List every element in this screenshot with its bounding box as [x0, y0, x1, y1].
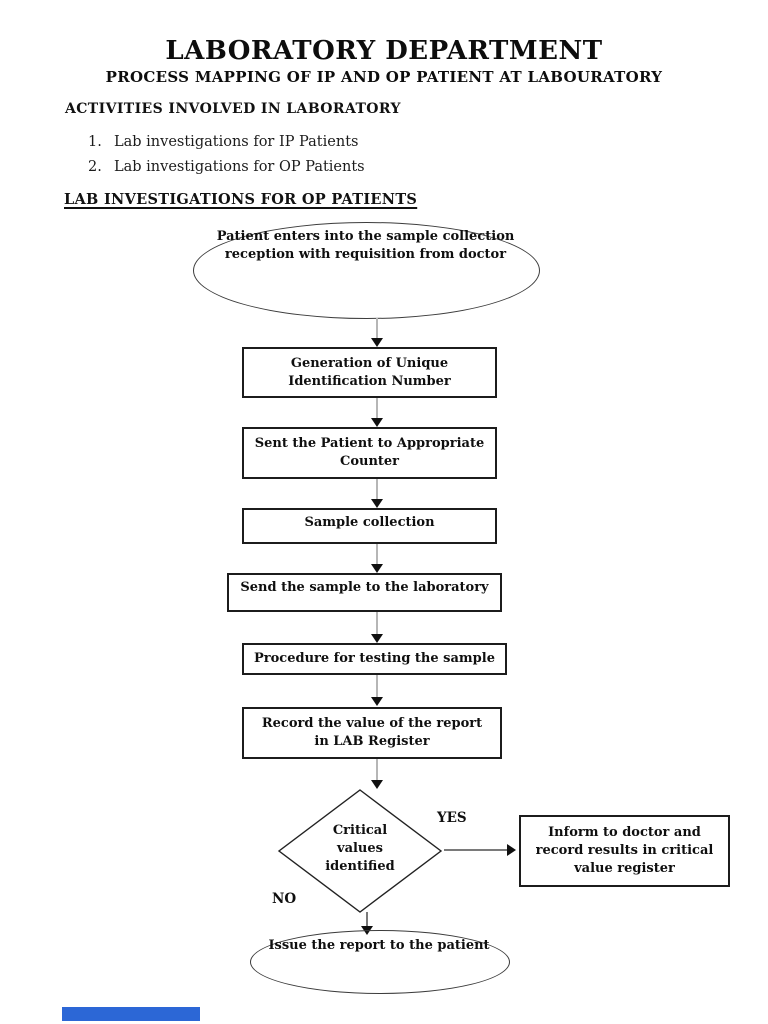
yes-action-box: Inform to doctor and record results in c… [519, 815, 730, 887]
connector-line [366, 912, 368, 926]
yes-branch-label: YES [437, 810, 467, 826]
connector-line [376, 675, 378, 697]
step-box-generation-uin: Generation of Unique Identification Numb… [242, 347, 497, 398]
start-ellipse-label: Patient enters into the sample collectio… [216, 229, 515, 262]
list-item: 2. Lab investigations for OP Patients [88, 155, 365, 180]
no-branch-label: NO [272, 891, 297, 907]
connector-line [376, 759, 378, 780]
activities-heading: ACTIVITIES INVOLVED IN LABORATORY [65, 101, 401, 117]
arrow-down-icon [371, 418, 383, 427]
arrow-down-icon [371, 338, 383, 347]
step-box-send-to-counter: Sent the Patient to Appropriate Counter [242, 427, 497, 479]
step-box-testing-procedure: Procedure for testing the sample [242, 643, 507, 675]
arrow-right-icon [507, 844, 516, 856]
list-item: 1. Lab investigations for IP Patients [88, 130, 365, 155]
activities-list: 1. Lab investigations for IP Patients 2.… [88, 130, 365, 180]
decision-diamond [277, 789, 443, 913]
step-box-sample-collection: Sample collection [242, 508, 497, 544]
connector-line [376, 544, 378, 564]
connector-line [376, 612, 378, 634]
decision-label: Critical values identified [325, 823, 395, 874]
page-title: LABORATORY DEPARTMENT [165, 36, 603, 66]
step-box-record-lab-register: Record the value of the report in LAB Re… [242, 707, 502, 759]
highlight-bar [62, 1007, 200, 1021]
connector-line [376, 318, 378, 338]
arrow-down-icon [371, 780, 383, 789]
connector-line [444, 849, 507, 851]
arrow-down-icon [371, 697, 383, 706]
list-item-label: Lab investigations for OP Patients [114, 159, 365, 175]
flow-section-heading: LAB INVESTIGATIONS FOR OP PATIENTS [64, 191, 418, 208]
end-ellipse [250, 930, 510, 994]
arrow-down-icon [371, 499, 383, 508]
start-ellipse [193, 222, 540, 319]
step-box-send-sample-lab: Send the sample to the laboratory [227, 573, 502, 612]
arrow-down-icon [371, 634, 383, 643]
list-item-label: Lab investigations for IP Patients [114, 134, 359, 150]
list-item-number: 2. [88, 159, 102, 175]
list-item-number: 1. [88, 134, 102, 150]
connector-line [376, 479, 378, 499]
page-subtitle: PROCESS MAPPING OF IP AND OP PATIENT AT … [105, 68, 663, 86]
connector-line [376, 398, 378, 418]
end-ellipse-label: Issue the report to the patient [268, 938, 490, 953]
arrow-down-icon [371, 564, 383, 573]
